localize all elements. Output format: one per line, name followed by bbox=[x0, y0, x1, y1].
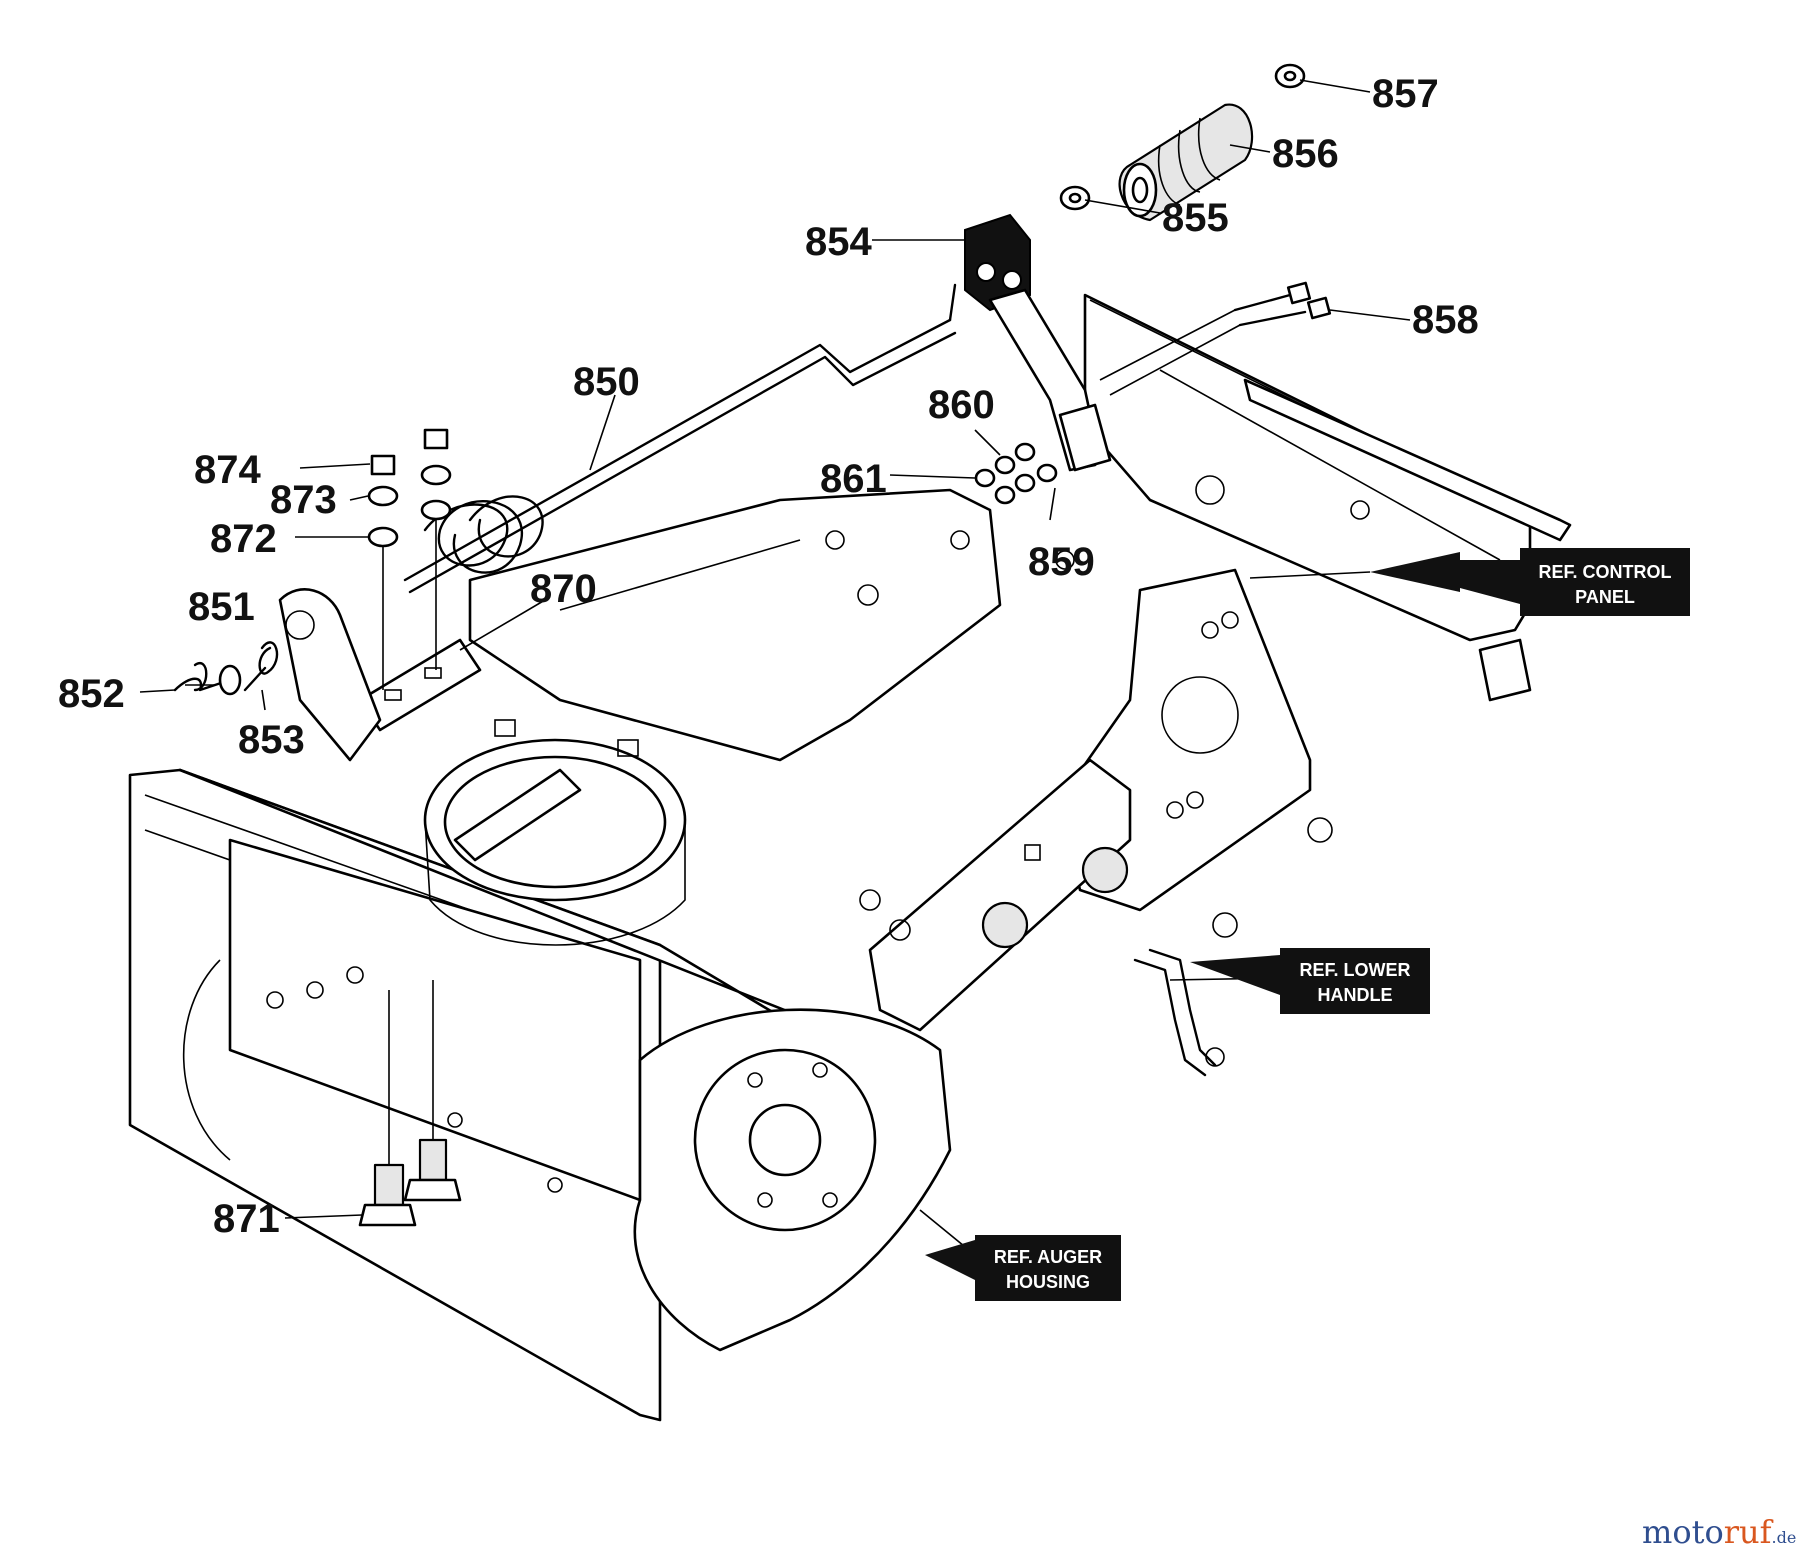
ref-lower-handle: REF. LOWER HANDLE bbox=[1190, 948, 1430, 1014]
ref-auger-housing-line2: HOUSING bbox=[1006, 1272, 1090, 1292]
watermark-part1: moto bbox=[1642, 1513, 1724, 1551]
shift-rod-850 bbox=[403, 283, 957, 594]
watermark-suffix: .de bbox=[1771, 1528, 1796, 1547]
callout-860: 860 bbox=[928, 383, 995, 427]
watermark-logo: motoruf.de bbox=[1642, 1513, 1796, 1551]
callout-852: 852 bbox=[58, 672, 125, 716]
callout-854: 854 bbox=[805, 220, 872, 264]
callout-859: 859 bbox=[1028, 540, 1095, 584]
knob-856 bbox=[1118, 103, 1254, 222]
callout-871: 871 bbox=[213, 1197, 280, 1241]
callout-851: 851 bbox=[188, 585, 255, 629]
ref-control-panel-line2: PANEL bbox=[1575, 587, 1635, 607]
callout-855: 855 bbox=[1162, 196, 1229, 240]
callout-870: 870 bbox=[530, 567, 597, 611]
leader-lines bbox=[139, 79, 1411, 1256]
frame-assembly bbox=[128, 293, 1572, 1422]
callout-872: 872 bbox=[210, 517, 277, 561]
callout-856: 856 bbox=[1272, 132, 1339, 176]
shift-lever-854 bbox=[964, 213, 1112, 472]
callout-861: 861 bbox=[820, 457, 887, 501]
svg-text:motoruf.de: motoruf.de bbox=[1642, 1513, 1796, 1551]
bolts-871 bbox=[358, 980, 462, 1227]
callout-874: 874 bbox=[194, 448, 261, 492]
washer-857 bbox=[1274, 63, 1306, 89]
hardware-859-861 bbox=[974, 442, 1058, 505]
callout-857: 857 bbox=[1372, 72, 1439, 116]
callout-853: 853 bbox=[238, 718, 305, 762]
ref-auger-housing-line1: REF. AUGER bbox=[994, 1247, 1102, 1267]
ref-lower-handle-line1: REF. LOWER bbox=[1300, 960, 1411, 980]
ref-control-panel-line1: REF. CONTROL bbox=[1539, 562, 1672, 582]
ref-auger-housing: REF. AUGER HOUSING bbox=[925, 1235, 1121, 1301]
callout-labels: 857 856 855 854 858 850 860 861 859 874 … bbox=[58, 72, 1479, 1241]
washer-855 bbox=[1059, 185, 1091, 211]
callout-873: 873 bbox=[270, 478, 337, 522]
bolts-858 bbox=[1099, 281, 1332, 396]
ref-control-panel: REF. CONTROL PANEL bbox=[1370, 548, 1690, 616]
callout-858: 858 bbox=[1412, 298, 1479, 342]
callout-850: 850 bbox=[573, 360, 640, 404]
ref-lower-handle-line2: HANDLE bbox=[1318, 985, 1393, 1005]
watermark-part2: ruf bbox=[1724, 1513, 1774, 1551]
hardware-left bbox=[173, 428, 452, 696]
